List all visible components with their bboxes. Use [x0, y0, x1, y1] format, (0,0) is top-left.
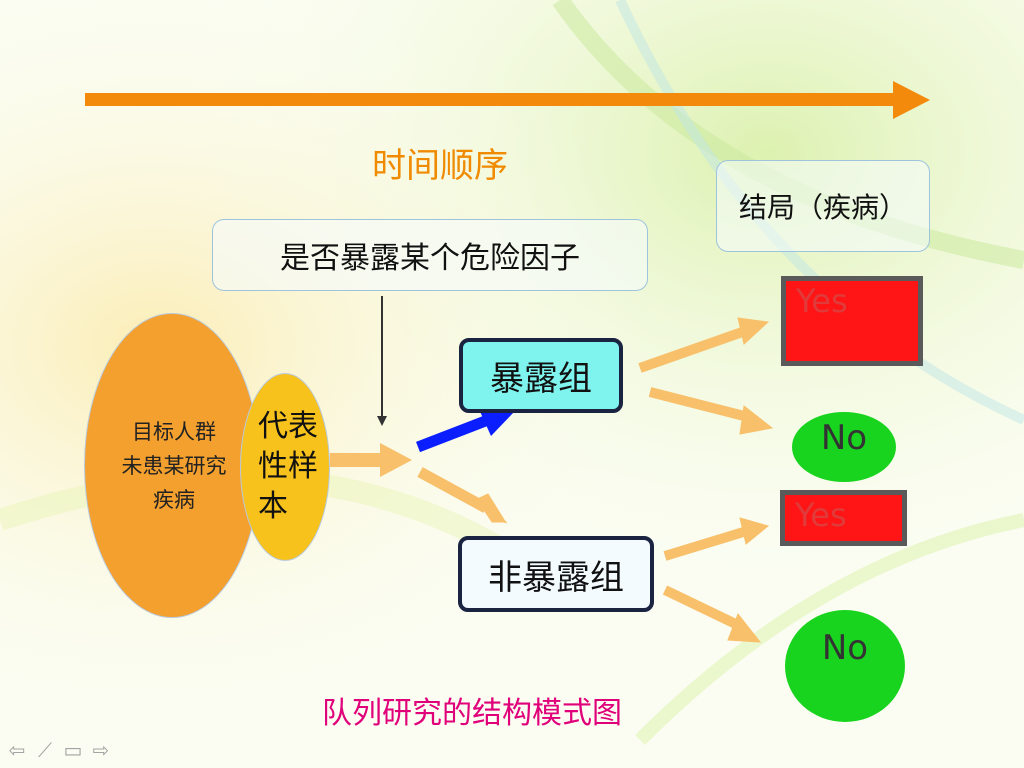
sample-line-3: 本 — [258, 489, 288, 524]
to-unexposed-arrow — [417, 467, 508, 524]
sample-to-center-arrow — [330, 443, 412, 477]
unexposed-no-label: No — [821, 628, 869, 668]
exposed-no-label: No — [820, 418, 868, 458]
slide-nav-controls: ⇦ ⟋ ▭ ⇨ — [6, 738, 112, 762]
exposed-group-box: 暴露组 — [459, 338, 623, 413]
pen-icon[interactable]: ⟋ — [38, 738, 52, 762]
exposed-yes-label: Yes — [796, 282, 848, 320]
diagram-caption: 队列研究的结构模式图 — [322, 696, 622, 731]
arrow-right-icon[interactable]: ⇨ — [92, 738, 110, 762]
exposed-no-arrow — [648, 387, 774, 435]
exposed-yes-arrow — [638, 317, 770, 373]
exposure-factor-text: 是否暴露某个危险因子 — [280, 241, 580, 276]
sample-line-1: 代表 — [258, 409, 318, 444]
factor-pointer-arrow — [377, 296, 387, 426]
population-line-3: 疾病 — [153, 487, 195, 512]
timeline-label: 时间顺序 — [372, 146, 508, 186]
exposed-no-circle: No — [792, 412, 896, 482]
unexposed-yes-label: Yes — [795, 496, 847, 534]
representative-sample-ellipse: 代表 性样 本 — [240, 373, 330, 561]
target-population-ellipse: 目标人群 未患某研究 疾病 — [84, 313, 260, 618]
exposure-factor-box: 是否暴露某个危险因子 — [212, 219, 648, 291]
population-line-2: 未患某研究 — [121, 453, 227, 478]
exposed-yes-box: Yes — [781, 276, 923, 366]
arrow-left-icon[interactable]: ⇦ — [8, 738, 26, 762]
unexposed-yes-arrow — [663, 517, 770, 561]
menu-icon[interactable]: ▭ — [63, 738, 83, 762]
population-line-1: 目标人群 — [132, 419, 216, 444]
timeline-arrow — [85, 81, 930, 119]
unexposed-group-box: 非暴露组 — [458, 536, 654, 612]
outcome-box: 结局（疾病） — [716, 160, 930, 252]
unexposed-yes-box: Yes — [780, 490, 907, 546]
unexposed-no-circle: No — [785, 610, 905, 722]
sample-line-2: 性样 — [258, 449, 318, 484]
unexposed-no-arrow — [662, 585, 762, 643]
unexposed-group-label: 非暴露组 — [488, 557, 624, 598]
exposed-group-label: 暴露组 — [490, 359, 592, 399]
exposure-arrow — [416, 407, 514, 453]
outcome-text: 结局（疾病） — [738, 191, 907, 224]
